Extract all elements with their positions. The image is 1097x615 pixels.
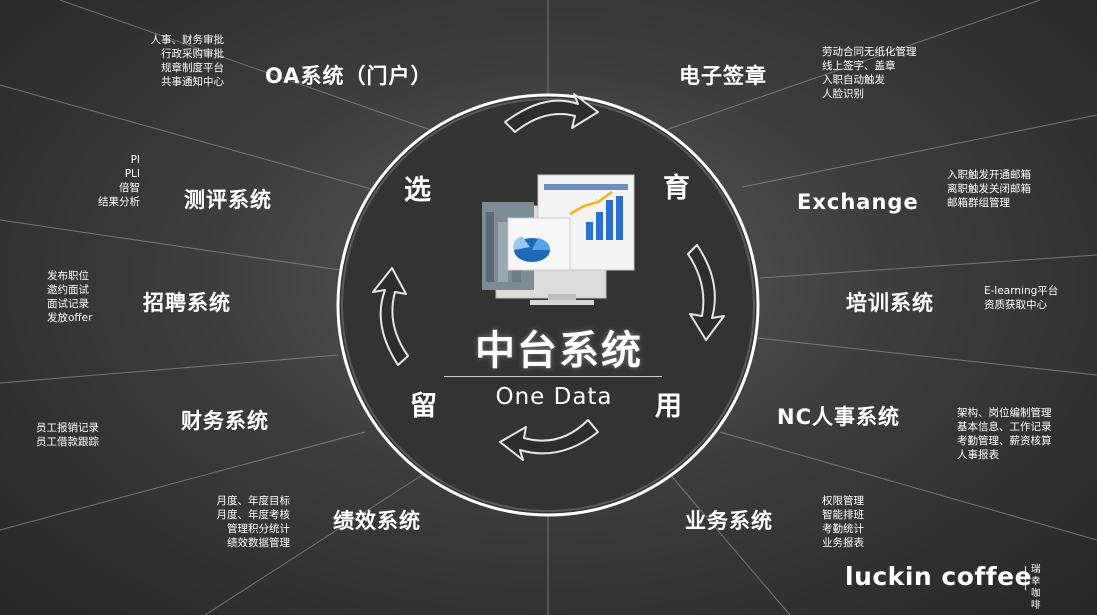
- detail-item: 劳动合同无纸化管理: [822, 46, 917, 58]
- brand-chinese-line1: 瑞幸: [1031, 564, 1041, 587]
- detail-item: 面试记录: [47, 298, 89, 310]
- detail-item: 倍智: [119, 182, 140, 194]
- ray-left-1: [0, 219, 341, 271]
- detail-item: 结果分析: [98, 196, 140, 208]
- detail-item: 发布职位: [47, 270, 89, 282]
- system-nc-details: 架构、岗位编制管理 基本信息、工作记录 考勤管理、薪资核算 人事报表: [957, 406, 1077, 462]
- system-finance-details: 员工报销记录 员工借款跟踪: [36, 421, 126, 449]
- detail-item: 资质获取中心: [984, 299, 1047, 311]
- core-divider: [444, 376, 662, 377]
- detail-item: 入职自动触发: [822, 74, 885, 86]
- cycle-arrows: [372, 93, 725, 461]
- arrow-bottom: [499, 419, 599, 461]
- arrow-top: [504, 93, 599, 133]
- arrow-left: [372, 267, 409, 366]
- ray-left-2: [0, 354, 339, 384]
- detail-item: 管理积分统计: [227, 523, 290, 535]
- system-nc-title: NC人事系统: [777, 405, 900, 429]
- system-performance-title: 绩效系统: [333, 509, 421, 533]
- ray-right-1: [759, 254, 1097, 279]
- system-training-title: 培训系统: [846, 291, 934, 315]
- stage-retain: 留: [410, 391, 437, 422]
- detail-item: 智能排班: [822, 509, 864, 521]
- ray-upper-left-2: [59, 0, 446, 136]
- system-oa-title: OA系统（门户）: [265, 64, 433, 88]
- dashboard-illustration: [482, 174, 635, 305]
- detail-item: 线上签字、盖章: [822, 60, 896, 72]
- detail-item: 入职触发开通邮箱: [947, 169, 1031, 181]
- system-assessment-title: 测评系统: [184, 188, 272, 212]
- detail-item: 考勤管理、薪资核算: [957, 435, 1052, 447]
- ray-lower-right: [719, 431, 1097, 541]
- detail-item: 邀约面试: [47, 284, 89, 296]
- ray-right-2: [756, 337, 1097, 376]
- detail-item: 共事通知中心: [161, 76, 224, 88]
- stage-develop: 育: [663, 173, 690, 204]
- system-business-details: 权限管理 智能排班 考勤统计 业务报表: [822, 494, 902, 550]
- detail-item: 绩效数据管理: [227, 537, 290, 549]
- brand-divider: [1025, 566, 1026, 590]
- center-circle-inner-ring: [341, 98, 755, 512]
- stage-use: 用: [655, 391, 682, 422]
- system-performance-details: 月度、年度目标 月度、年度考核 管理积分统计 绩效数据管理: [190, 494, 291, 550]
- ray-upper-right-2: [741, 114, 1097, 188]
- stage-select: 选: [404, 175, 431, 206]
- system-finance-title: 财务系统: [181, 409, 269, 433]
- system-oa-details: 人事、财务审批 行政采购审批 规章制度平台 共事通知中心: [114, 33, 225, 89]
- brand-chinese-line2: 咖啡: [1031, 588, 1041, 611]
- ray-bottom-left: [204, 469, 431, 615]
- detail-item: PI: [130, 154, 140, 166]
- detail-item: E-learning平台: [984, 285, 1059, 297]
- system-business-title: 业务系统: [685, 509, 773, 533]
- system-esign-title: 电子签章: [679, 64, 767, 88]
- detail-item: 邮箱群组管理: [947, 197, 1010, 209]
- ray-lower-left: [0, 431, 366, 531]
- detail-item: 人事、财务审批: [150, 34, 225, 46]
- detail-item: 行政采购审批: [161, 48, 224, 60]
- system-exchange-title: Exchange: [797, 190, 919, 214]
- detail-item: 业务报表: [822, 537, 864, 549]
- detail-item: 权限管理: [822, 495, 864, 507]
- brand-chinese: 瑞幸 咖啡: [1031, 564, 1041, 612]
- system-recruit-details: 发布职位 邀约面试 面试记录 发放offer: [47, 269, 127, 325]
- detail-item: PLI: [124, 168, 140, 180]
- system-training-details: E-learning平台 资质获取中心: [984, 284, 1089, 312]
- detail-item: 月度、年度目标: [216, 495, 291, 507]
- system-esign-details: 劳动合同无纸化管理 线上签字、盖章 入职自动触发 人脸识别: [822, 45, 942, 101]
- system-assessment-details: PI PLI 倍智 结果分析: [60, 153, 140, 209]
- detail-item: 月度、年度考核: [216, 509, 291, 521]
- system-exchange-details: 入职触发开通邮箱 离职触发关闭邮箱 邮箱群组管理: [947, 168, 1057, 210]
- core-title: 中台系统: [475, 328, 643, 374]
- detail-item: 员工借款跟踪: [36, 436, 99, 448]
- core-subtitle: One Data: [495, 384, 613, 410]
- detail-item: 规章制度平台: [161, 62, 224, 74]
- arrow-right: [687, 244, 725, 341]
- detail-item: 架构、岗位编制管理: [957, 407, 1052, 419]
- detail-item: 员工报销记录: [36, 422, 99, 434]
- detail-item: 人事报表: [957, 449, 999, 461]
- ray-upper-right-1: [659, 0, 1041, 133]
- ray-upper-left-1: [0, 84, 376, 191]
- system-recruit-title: 招聘系统: [143, 291, 231, 315]
- brand-name: luckin coffee: [845, 562, 1033, 591]
- ray-bottom-right: [667, 471, 791, 615]
- detail-item: 人脸识别: [822, 88, 864, 100]
- detail-item: 考勤统计: [822, 523, 864, 535]
- detail-item: 发放offer: [47, 312, 93, 324]
- detail-item: 离职触发关闭邮箱: [947, 183, 1031, 195]
- detail-item: 基本信息、工作记录: [957, 421, 1052, 433]
